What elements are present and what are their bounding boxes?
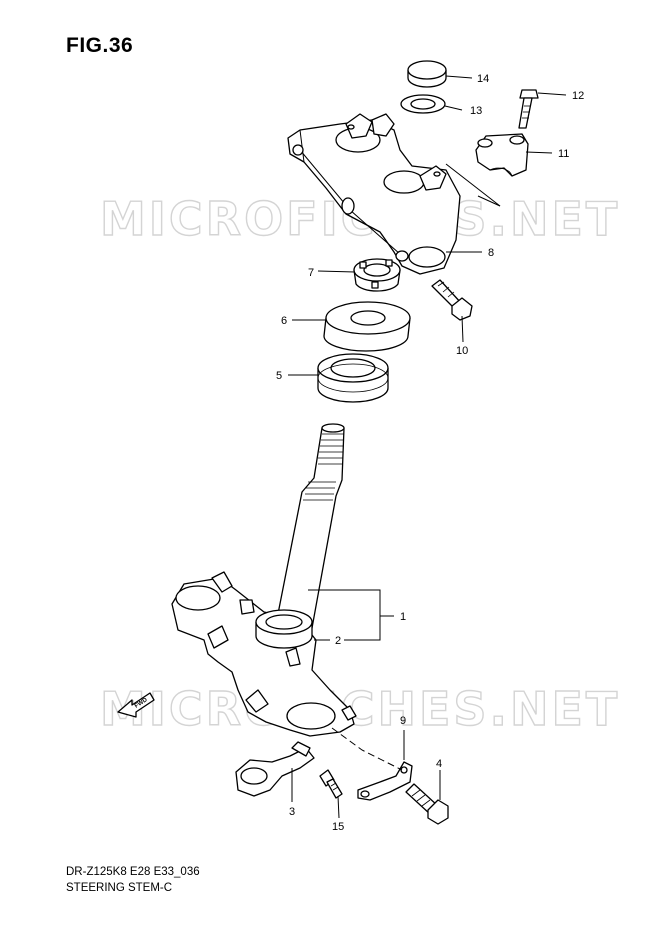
- dust-seal-part-6: [323, 301, 411, 352]
- callout-4: 4: [436, 758, 442, 770]
- upper-bracket-part-8: [287, 113, 501, 275]
- lower-bracket: [171, 571, 357, 737]
- watermark-lower: MICROFICHES.NET: [100, 682, 620, 736]
- bracket-part-9: [357, 761, 413, 801]
- callout-2: 2: [335, 635, 341, 647]
- steering-stem-part-1: [275, 423, 345, 629]
- washer-part-13: [400, 94, 446, 114]
- model-code: DR-Z125K8 E28 E33_036: [66, 866, 200, 878]
- figure-caption: STEERING STEM-C: [66, 882, 173, 894]
- callout-3: 3: [289, 806, 295, 818]
- handlebar-holder-part-11: [475, 133, 529, 177]
- hose-clamp-part-3: [235, 741, 315, 797]
- stem-nut-part-7: [353, 258, 401, 292]
- bolt-part-15: [319, 769, 343, 799]
- callout-12: 12: [572, 90, 584, 102]
- callout-13: 13: [470, 105, 482, 117]
- upper-bearing-part-5: [317, 353, 389, 403]
- bolt-part-4: [405, 783, 449, 825]
- bolt-part-12: [518, 89, 539, 129]
- callout-15: 15: [332, 821, 344, 833]
- callout-9: 9: [400, 715, 406, 727]
- callout-7: 7: [308, 267, 314, 279]
- callout-10: 10: [456, 345, 468, 357]
- callout-14: 14: [477, 73, 489, 85]
- lower-bearing-part-2: [255, 609, 313, 649]
- callout-labels: 1 2 3 4 5 6 7 8 9 10 11 12 13 14 15: [276, 73, 584, 833]
- callout-11: 11: [558, 148, 569, 160]
- figure-title: FIG.36: [66, 34, 134, 57]
- leader-lines: [288, 75, 567, 819]
- cap-part-14: [407, 60, 447, 88]
- bolt-part-10: [431, 279, 473, 321]
- callout-8: 8: [488, 247, 494, 259]
- callout-5: 5: [276, 370, 282, 382]
- callout-6: 6: [281, 315, 287, 327]
- callout-1: 1: [400, 611, 406, 623]
